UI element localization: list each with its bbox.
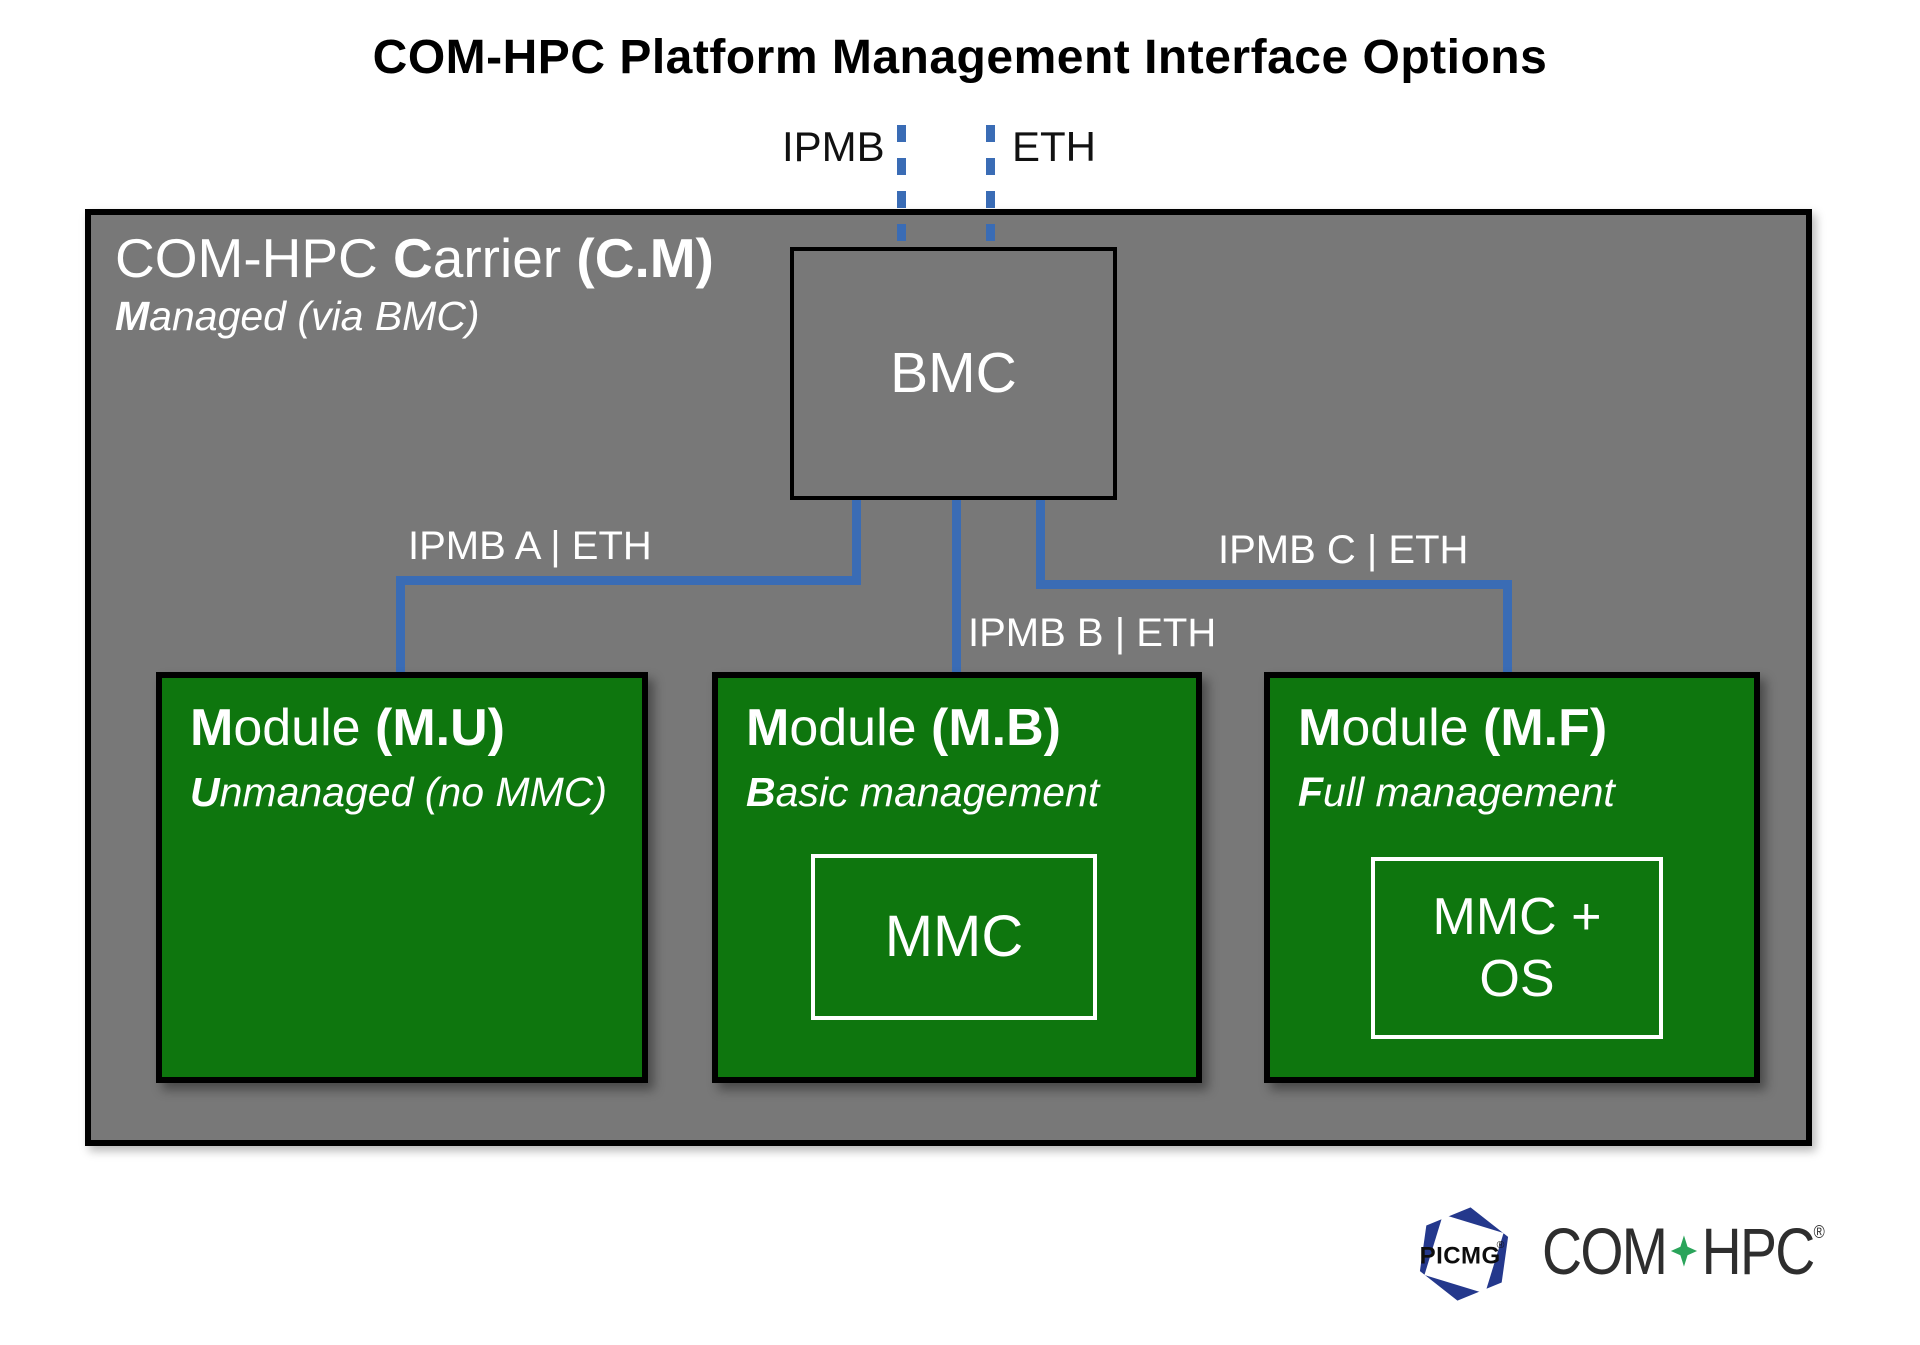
ipmb-top-label: IPMB xyxy=(782,123,885,170)
connector-a-segment xyxy=(852,500,861,585)
mmc-block: MMC xyxy=(811,854,1097,1020)
mmc-label: MMC xyxy=(884,904,1024,970)
module-mb-title-lead: M xyxy=(746,699,790,757)
comhpc-hpc-text: HPC xyxy=(1701,1214,1816,1288)
connector-c-label: IPMB C | ETH xyxy=(1218,528,1469,572)
picmg-square xyxy=(1424,1214,1504,1294)
carrier-header: COM-HPC Carrier (C.M) Managed (via BMC) xyxy=(115,227,714,341)
carrier-title-code: (C.M) xyxy=(576,227,714,289)
module-mf-subtitle: Full management xyxy=(1298,772,1754,813)
carrier-subtitle-body: anaged (via BMC) xyxy=(149,293,480,340)
carrier-title-body: arrier xyxy=(432,227,577,289)
module-mu-subtitle: Unmanaged (no MMC) xyxy=(190,772,642,813)
star-icon xyxy=(1670,1235,1698,1267)
ipmb-dashed-line xyxy=(897,125,906,247)
connector-a-segment xyxy=(396,576,405,674)
bmc-label: BMC xyxy=(890,341,1017,405)
carrier-title-prefix: COM-HPC xyxy=(115,227,394,289)
comhpc-registered-mark: ® xyxy=(1813,1222,1825,1242)
module-mu-subtitle-lead: U xyxy=(190,769,220,815)
module-mb-title: Module (M.B) xyxy=(746,702,1196,754)
mmc-os-line2: OS xyxy=(1479,950,1555,1008)
eth-top-label: ETH xyxy=(1012,123,1096,170)
connector-a-segment xyxy=(396,576,861,585)
carrier-subtitle-lead: M xyxy=(115,293,150,340)
connector-a-label: IPMB A | ETH xyxy=(408,524,652,568)
carrier-subtitle: Managed (via BMC) xyxy=(115,292,714,341)
module-mb-block: Module (M.B) Basic management MMC xyxy=(712,672,1202,1083)
picmg-wordmark: PICMG xyxy=(1420,1243,1501,1270)
carrier-title: COM-HPC Carrier (C.M) xyxy=(115,227,714,290)
module-mb-title-body: odule xyxy=(789,699,932,757)
module-mu-subtitle-body: nmanaged (no MMC) xyxy=(219,769,607,815)
bmc-block: BMC xyxy=(790,247,1117,500)
module-mu-title-body: odule xyxy=(233,699,376,757)
module-mb-title-code: (M.B) xyxy=(931,699,1061,757)
comhpc-com-text: COM xyxy=(1542,1214,1668,1288)
connector-b-label: IPMB B | ETH xyxy=(968,611,1217,655)
connector-c-segment xyxy=(1036,500,1045,589)
module-mf-title-body: odule xyxy=(1341,699,1484,757)
module-mb-subtitle-body: asic management xyxy=(775,769,1100,815)
mmc-os-line1: MMC + xyxy=(1432,887,1602,946)
picmg-registered-mark: ® xyxy=(1497,1239,1505,1251)
mmc-os-label: MMC + OS xyxy=(1433,886,1602,1011)
connector-c-segment xyxy=(1036,580,1512,589)
module-mb-subtitle-lead: B xyxy=(746,769,776,815)
module-mf-subtitle-lead: F xyxy=(1298,769,1324,815)
picmg-logo-icon: PICMG ® xyxy=(1420,1207,1509,1301)
connector-c-segment xyxy=(1503,580,1512,674)
module-mf-block: Module (M.F) Full management MMC + OS xyxy=(1264,672,1760,1083)
module-mf-title: Module (M.F) xyxy=(1298,702,1754,754)
mmc-os-block: MMC + OS xyxy=(1371,857,1663,1039)
module-mu-title-code: (M.U) xyxy=(375,699,505,757)
page-title: COM-HPC Platform Management Interface Op… xyxy=(372,31,1548,84)
module-mf-title-lead: M xyxy=(1298,699,1342,757)
module-mb-subtitle: Basic management xyxy=(746,772,1196,813)
module-mu-title-lead: M xyxy=(190,699,234,757)
eth-dashed-line xyxy=(986,125,995,247)
connector-b-segment xyxy=(952,500,961,674)
module-mf-subtitle-body: ull management xyxy=(1323,769,1615,815)
module-mu-block: Module (M.U) Unmanaged (no MMC) xyxy=(156,672,648,1083)
carrier-title-lead: C xyxy=(393,227,433,289)
module-mf-title-code: (M.F) xyxy=(1483,699,1608,757)
module-mu-title: Module (M.U) xyxy=(190,702,642,754)
